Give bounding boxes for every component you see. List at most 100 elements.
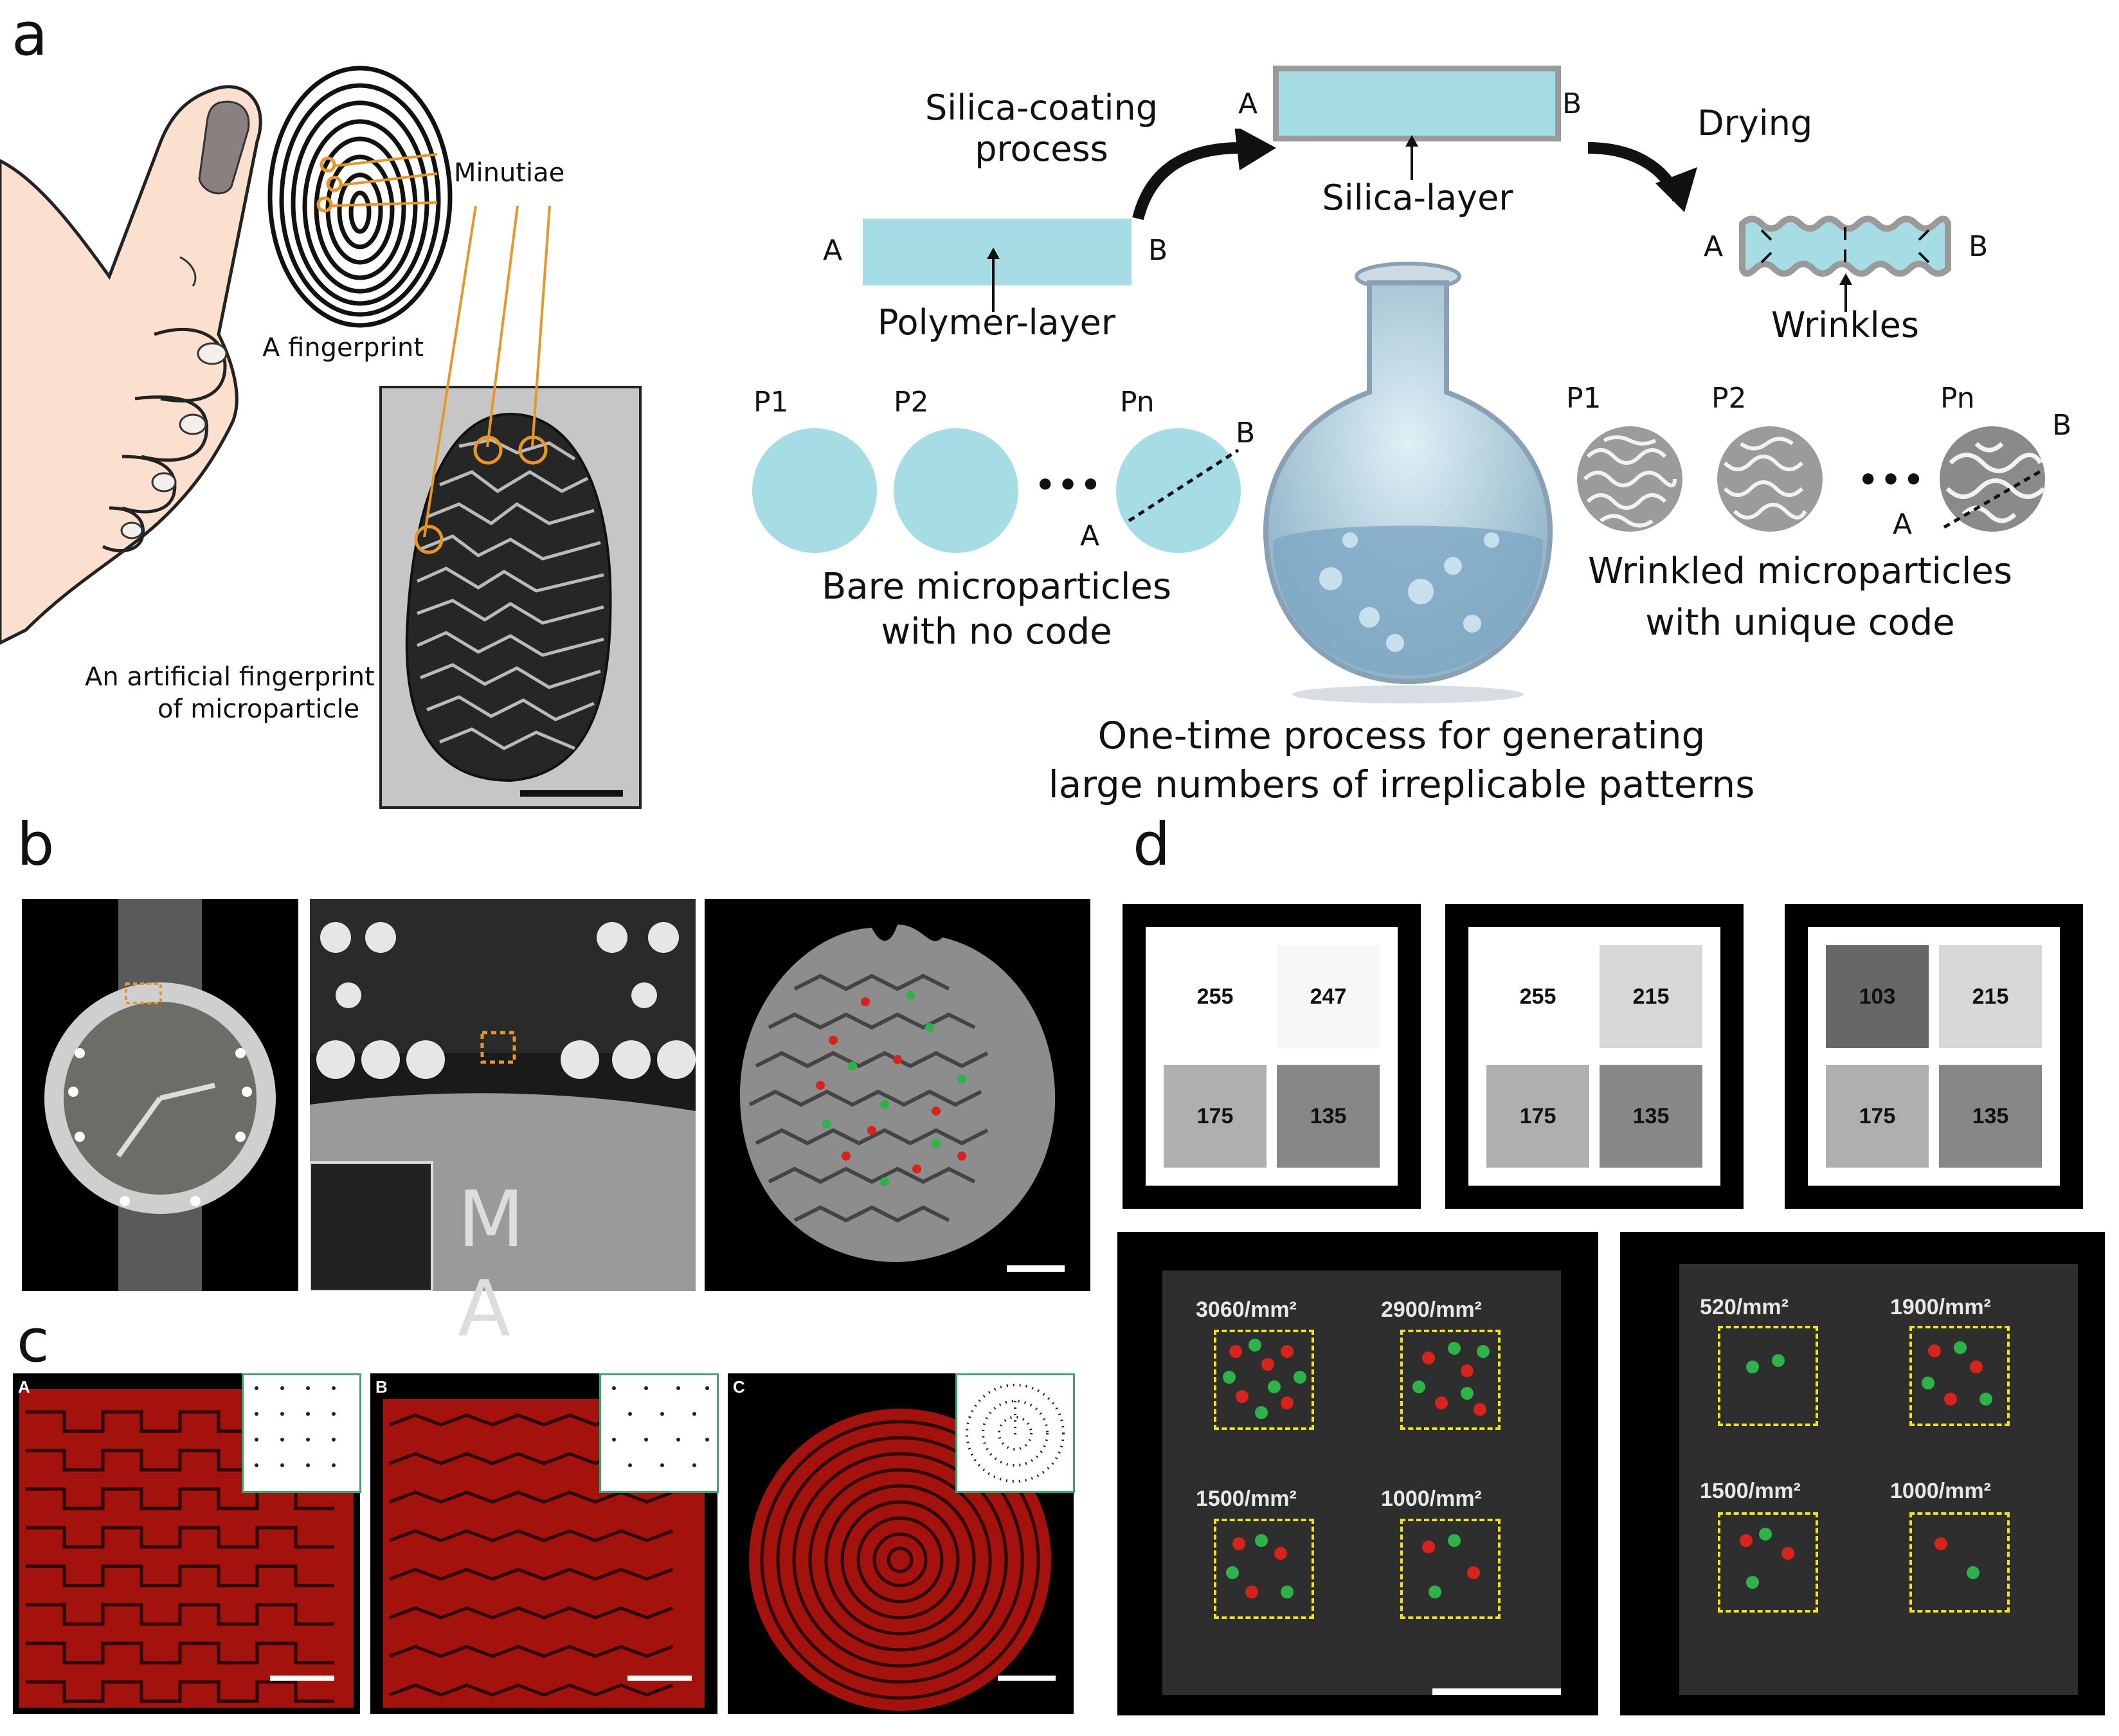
wrinkled-pn-end-a: A [1893, 508, 1913, 541]
bare-pn-label: Pn [1120, 386, 1155, 419]
pattern-a-inset [242, 1373, 361, 1493]
density-label: 2900/mm² [1381, 1297, 1482, 1322]
one-time-line2: large numbers of irreplicable patterns [1048, 763, 1755, 806]
density-label: 520/mm² [1700, 1295, 1789, 1319]
panel-label-b: b [17, 810, 55, 879]
gray-square-2-3: 175 [1486, 1065, 1589, 1168]
artificial-caption-line2: of microparticle [158, 694, 360, 724]
gray-value: 175 [1196, 1103, 1234, 1128]
polymer-end-b: B [1148, 234, 1168, 267]
wrinkled-caption-line1: Wrinkled microparticles [1587, 550, 2013, 592]
wrinkled-p2-label: P2 [1711, 382, 1747, 415]
wrinkled-end-a: A [1704, 230, 1724, 263]
one-time-line1: One-time process for generating [1097, 714, 1706, 757]
wrinkled-ellipsis: ••• [1857, 458, 1925, 503]
code-region-box [1718, 1326, 1818, 1426]
silica-end-b: B [1562, 87, 1582, 120]
silica-end-a: A [1238, 87, 1258, 120]
panel-label-d: d [1133, 810, 1171, 879]
wrinkled-microparticle-p1 [1577, 426, 1682, 532]
gray-square-3-4: 135 [1939, 1065, 2042, 1168]
pattern-b-image: B [370, 1373, 719, 1714]
gray-value: 255 [1196, 984, 1234, 1009]
code-region-box [1214, 1519, 1314, 1619]
pattern-a-image: A [13, 1373, 361, 1714]
pattern-a-label: A [18, 1377, 30, 1397]
gray-value: 103 [1859, 984, 1896, 1009]
curved-arrow-icon [1132, 129, 1276, 221]
up-arrow-icon [987, 248, 1000, 312]
pattern-b-inset [599, 1373, 719, 1493]
artificial-fingerprint-image [379, 386, 642, 809]
gray-square-3-1: 103 [1826, 945, 1929, 1048]
density-label: 1500/mm² [1196, 1487, 1297, 1511]
code-region-box [1718, 1512, 1818, 1613]
watch-closeup-photo: M A [309, 899, 696, 1354]
wrinkled-pn-end-b: B [2052, 409, 2072, 442]
density-map-right-substrate [1679, 1264, 2078, 1695]
wrinkled-microparticle-p2 [1717, 426, 1823, 532]
gray-square-3-2: 215 [1939, 945, 2042, 1048]
code-region-box [1400, 1330, 1501, 1430]
density-label: 1500/mm² [1700, 1479, 1801, 1503]
watch-drawing [44, 899, 276, 1291]
code-region-box [1909, 1512, 2010, 1613]
gray-square-2-4: 135 [1600, 1065, 1702, 1168]
panel-label-a: a [12, 0, 48, 69]
gray-set-3: 103 215 175 135 [1785, 904, 2083, 1209]
density-label: 1000/mm² [1890, 1479, 1991, 1503]
gray-square-2-1: 255 [1486, 945, 1589, 1048]
gray-value: 135 [1632, 1103, 1670, 1128]
gray-set-2: 255 215 175 135 [1445, 904, 1744, 1209]
microparticle-on-watch-image [705, 899, 1090, 1291]
pattern-b-drawing [383, 1399, 705, 1708]
bare-microparticle-p1 [752, 428, 877, 553]
density-map-left-substrate [1162, 1270, 1561, 1695]
minutiae-label: Minutiae [454, 158, 565, 188]
gray-square-1-3: 175 [1164, 1065, 1267, 1168]
density-label: 1900/mm² [1890, 1295, 1991, 1319]
silica-process-line1: Silica-coating [924, 87, 1159, 128]
bare-p2-label: P2 [894, 386, 929, 419]
gray-square-1-2: 247 [1277, 945, 1380, 1048]
polymer-end-a: A [823, 234, 843, 267]
wrinkles-label: Wrinkles [1771, 305, 1920, 345]
gray-value: 175 [1519, 1103, 1556, 1128]
silica-layer-bar [1273, 66, 1561, 141]
watch-photo [22, 899, 298, 1291]
bare-p1-label: P1 [753, 386, 789, 419]
gray-value: 247 [1310, 984, 1347, 1009]
code-region-box [1214, 1330, 1314, 1430]
bare-caption-line1: Bare microparticles [821, 566, 1172, 608]
curved-arrow-icon-2 [1587, 142, 1697, 212]
panel-label-c: c [17, 1307, 50, 1375]
density-label: 1000/mm² [1381, 1487, 1482, 1511]
bare-microparticle-p2 [894, 428, 1018, 553]
up-arrow-icon-2 [1405, 135, 1418, 180]
dot-grid-b [612, 1386, 709, 1467]
gray-square-3-3: 175 [1826, 1065, 1929, 1168]
code-region-box [1400, 1519, 1501, 1619]
dot-rings-c [966, 1384, 1065, 1483]
wrinkled-end-b: B [1969, 230, 1988, 263]
bare-pn-end-a: A [1080, 520, 1100, 552]
artificial-caption-line1: An artificial fingerprint [85, 662, 375, 692]
polymer-layer-bar [863, 219, 1132, 285]
cross-section-line [1128, 448, 1240, 523]
bare-caption-line2: with no code [881, 611, 1112, 653]
watch-letters: M A [458, 1175, 595, 1354]
gray-value: 255 [1519, 984, 1556, 1009]
up-arrow-icon-3 [1839, 273, 1852, 312]
gray-square-2-2: 215 [1600, 945, 1702, 1048]
gray-value: 135 [1972, 1103, 2009, 1128]
gray-square-1-1: 255 [1164, 945, 1267, 1048]
drying-label: Drying [1697, 103, 1813, 143]
wrinkled-p1-label: P1 [1566, 382, 1601, 415]
pattern-c-image: C [728, 1373, 1075, 1714]
silica-process-line2: process [975, 129, 1108, 169]
minutiae-pointer-lines [423, 205, 551, 538]
wrinkled-microparticle-image [405, 412, 623, 797]
dot-grid-a [255, 1386, 336, 1467]
density-map-left: 3060/mm² 2900/mm² 1500/mm² 1000/mm² [1117, 1232, 1598, 1715]
wrinkled-pn-label: Pn [1940, 382, 1975, 415]
